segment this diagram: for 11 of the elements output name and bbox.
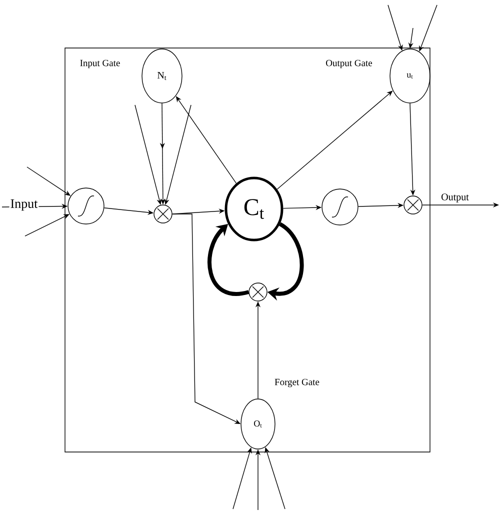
- gate-label: Input Gate: [80, 60, 120, 68]
- gate-label: Forget Gate: [274, 378, 320, 388]
- edge-label: Input: [9, 198, 39, 212]
- multiply-circle: [154, 204, 172, 224]
- sigmoid-circle: [68, 188, 104, 224]
- multiply-circle: [248, 282, 268, 302]
- edge-label: Output: [440, 192, 470, 204]
- frame-box: [64, 48, 430, 452]
- sigmoid-circle: [322, 188, 358, 226]
- gate-label: Output Gate: [326, 60, 372, 68]
- multiply-circle: [404, 196, 422, 214]
